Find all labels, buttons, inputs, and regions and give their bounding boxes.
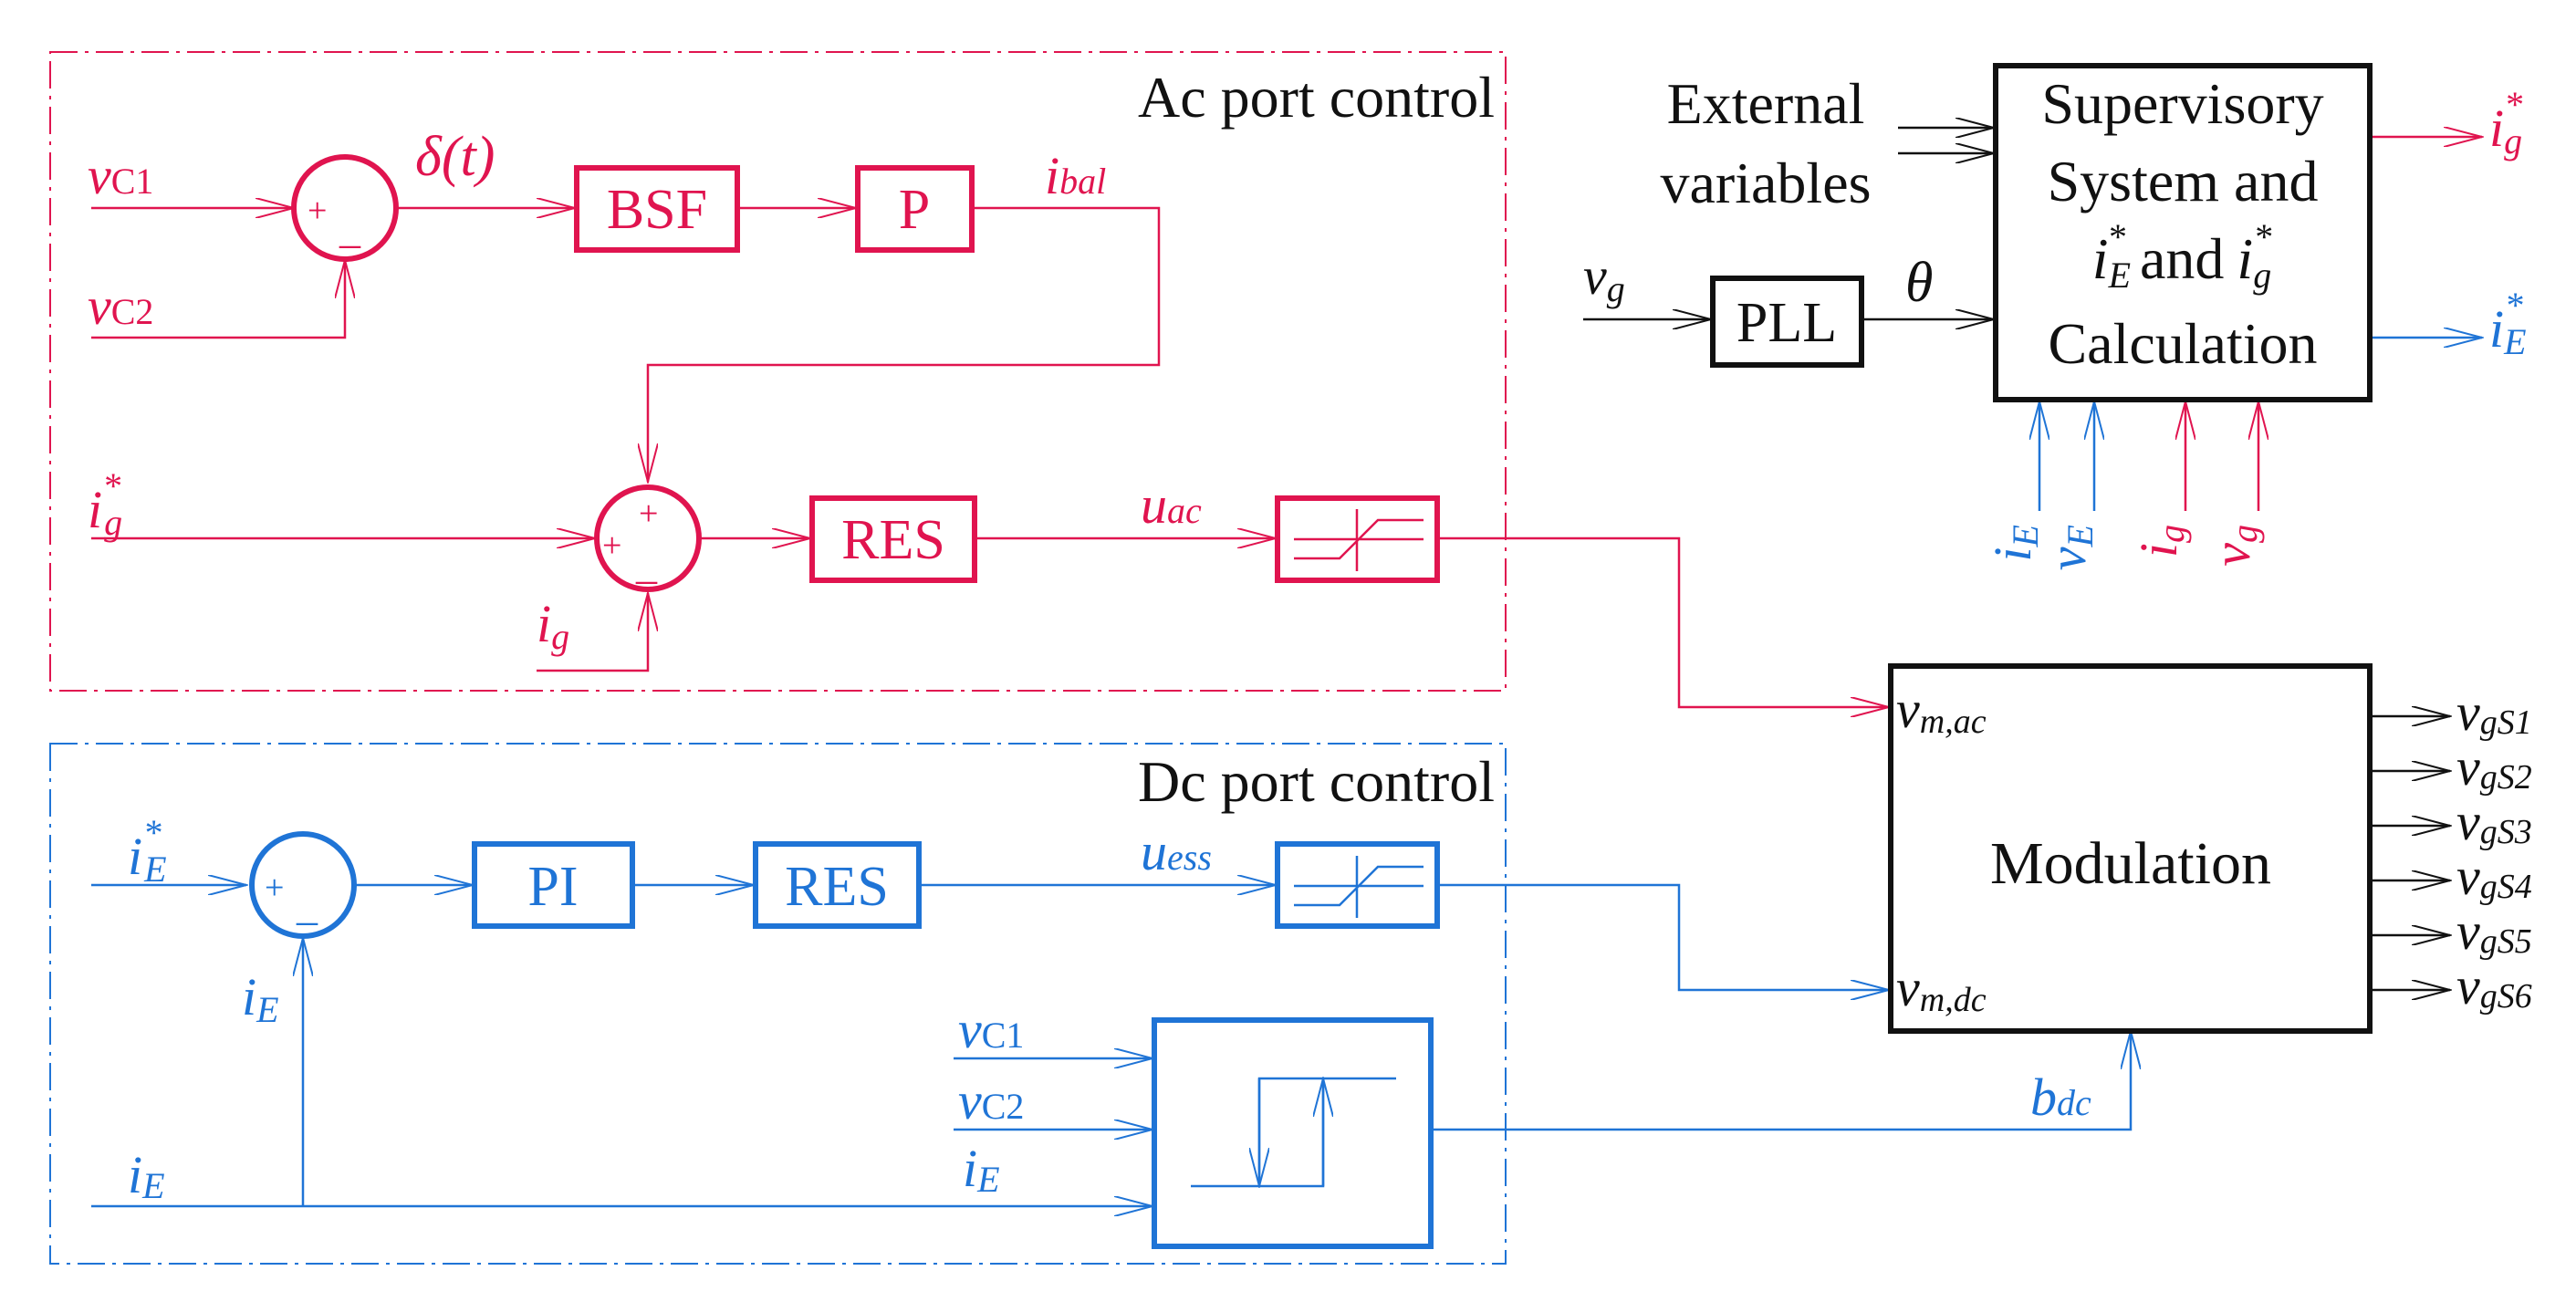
label-vgs6: vgS6 [2456,956,2532,1016]
label-ie-bottom: iE [1983,525,2046,562]
label-ig-ref-ac: ig* [88,465,122,543]
label-vc2-ac: vC2 [88,276,153,336]
ac-sum-junction-2 [594,484,702,592]
label-vm-dc: vm,dc [1896,958,1987,1019]
label-ig-bottom: ig [2129,525,2192,557]
wire-uac-to-modulation [1437,536,1889,707]
ac-sum-junction-1 [291,154,399,262]
supervisory-block [1993,63,2373,402]
pll-block [1710,276,1864,368]
dc-sum-minus-sign: _ [296,882,318,929]
ac-port-control: Ac port control BSF P RES + _ + [49,51,1889,707]
label-ie-ref-dc: iE* [128,812,167,890]
dc-section-frame [49,743,1507,1265]
ac-section-frame [49,51,1507,692]
label-vm-ac: vm,ac [1896,680,1987,741]
wire-bdc-to-modulation [1431,1031,2131,1131]
external-variables-line1: External [1667,71,1865,136]
label-vc2-dc: vC2 [958,1071,1024,1130]
label-vgs3: vgS3 [2456,792,2532,851]
saturation-block-dc [1275,841,1440,929]
label-ibal: ibal [1045,146,1106,205]
bsf-block [574,165,740,253]
hysteresis-block [1152,1017,1434,1249]
res-block-ac [809,495,977,583]
label-vgs5: vgS5 [2456,901,2532,961]
dc-sum-plus-sign: + [265,869,284,907]
saturation-block-ac [1275,495,1440,583]
res-label-ac: RES [841,509,945,571]
label-vgs1: vgS1 [2456,682,2532,742]
supervisory-bottom-inputs: iE vE ig vg [1983,525,2265,570]
wire-vc2-to-sum1 [91,260,345,339]
p-label: P [899,179,930,241]
modulation-block [1888,663,2373,1034]
saturation-icon-dc [1294,856,1424,918]
res-block-dc [753,841,922,929]
label-ie-fb: iE [242,967,279,1030]
label-uess: uess [1141,822,1212,881]
label-ie-ref-out: iE* [2489,285,2527,362]
hysteresis-icon [1191,1077,1396,1188]
sum1-minus-sign: _ [339,205,361,252]
label-ie-hyst: iE [963,1139,1000,1200]
supervisory-title-line2: System and [2048,149,2319,214]
label-vg-bottom: vg [2202,525,2265,567]
sum1-plus-sign: + [308,192,327,230]
external-variables-line2: variables [1661,151,1872,215]
dc-sum-junction [249,831,357,939]
p-block [855,165,975,253]
wire-ibal-to-sum2 [648,206,1161,482]
pi-block [472,841,635,929]
label-vgs2: vgS2 [2456,737,2532,797]
pi-label: PI [527,856,578,918]
modulation-section: Modulation vm,ac vm,dc vgS1 vgS2 vgS3 vg… [1888,663,2532,1034]
label-vc1-ac: vC1 [88,146,153,205]
label-uac: uac [1141,475,1202,535]
sum2-left-plus-sign: + [602,526,621,565]
bsf-label: BSF [607,179,707,241]
ac-section-title: Ac port control [1138,65,1495,130]
label-ve-bottom: vE [2038,525,2101,570]
supervisory-title-line4: Calculation [2048,311,2317,376]
label-bdc: bdc [2030,1068,2091,1127]
dc-section-title: Dc port control [1138,749,1495,814]
modulation-label: Modulation [1990,830,2271,897]
wire-uess-to-modulation [1437,883,1889,990]
label-ie-line: iE [128,1145,165,1206]
supervisory-title-line1: Supervisory [2041,71,2323,136]
res-label-dc: RES [785,856,889,918]
label-vc1-dc: vC1 [958,1000,1024,1059]
pll-label: PLL [1736,292,1837,354]
label-theta: θ [1905,252,1933,314]
label-delta: δ(t) [415,126,495,188]
sum2-top-plus-sign: + [639,495,658,533]
sum2-minus-sign: _ [635,541,658,588]
label-vgs4: vgS4 [2456,847,2532,906]
supervisory-section: External variables vg PLL θ Supervisory … [1583,63,2527,570]
dc-port-control: Dc port control PI RES + _ iE* [49,743,2131,1265]
label-ig-ac: ig [537,594,569,657]
wire-ig-to-sum2 [537,593,648,672]
saturation-icon-ac [1294,509,1424,571]
label-ig-ref-out: ig* [2489,84,2524,161]
label-vg-pll: vg [1583,246,1625,309]
